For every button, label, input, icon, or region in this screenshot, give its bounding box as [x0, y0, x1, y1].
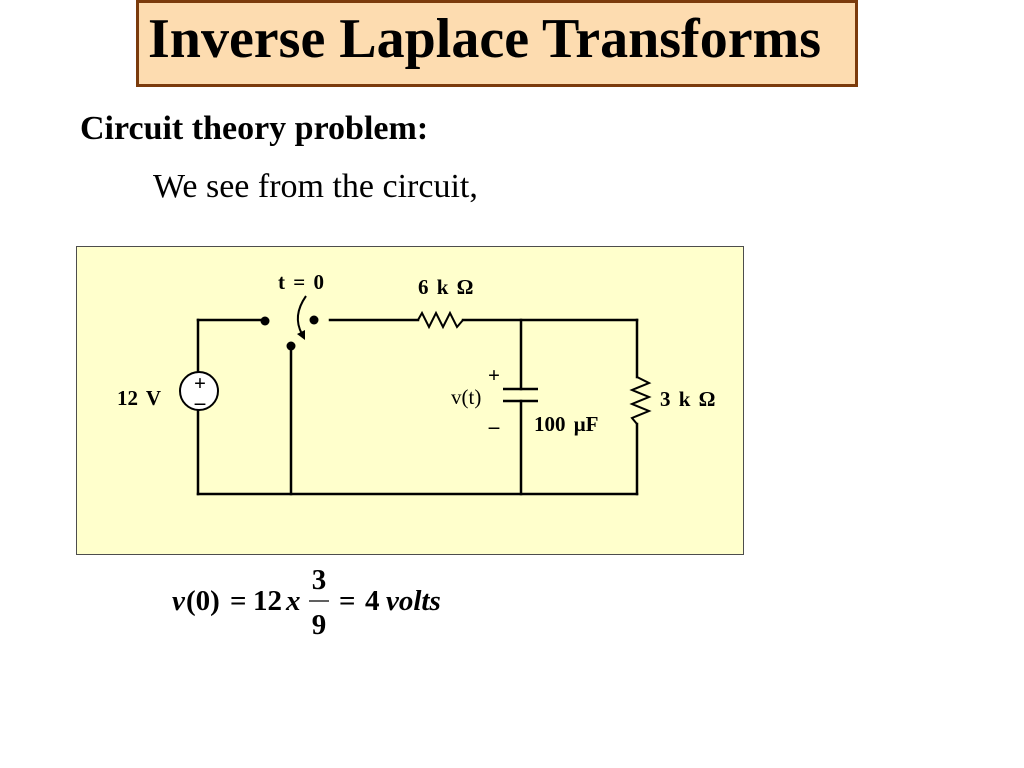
capacitor-plus-sign: +: [488, 363, 500, 387]
equation-result: 4: [365, 585, 380, 617]
fraction-denominator: 9: [312, 609, 327, 641]
resistor-6k-label: 6 k Ω: [418, 275, 474, 299]
equation-equals-2: =: [339, 585, 356, 617]
section-heading: Circuit theory problem:: [80, 110, 429, 147]
source-label: 12 V: [117, 386, 161, 410]
switch-contact-bottom: [286, 341, 296, 351]
equation-equals-1: =: [230, 585, 247, 617]
equation-multiply: x: [285, 585, 301, 617]
switch-arc: [296, 295, 307, 335]
equation-unit: volts: [386, 585, 441, 617]
equation-variable: v: [172, 585, 186, 617]
switch-label: t = 0: [278, 270, 324, 294]
resistor-6k: [417, 310, 464, 330]
equation-coefficient: 12: [253, 585, 282, 617]
voltage-source: [179, 371, 219, 411]
wires: [196, 318, 639, 496]
capacitor-voltage-label: v(t): [451, 385, 481, 409]
switch-contact-left: [260, 316, 270, 326]
source-minus-sign: _: [194, 383, 206, 407]
switch: [260, 295, 319, 351]
capacitor: [503, 387, 538, 403]
slide-title: Inverse Laplace Transforms: [148, 8, 821, 70]
capacitor-label: 100 μF: [534, 412, 598, 436]
switch-arrowhead: [297, 330, 305, 340]
resistor-3k: [629, 376, 652, 425]
switch-contact-right: [309, 315, 319, 325]
equation-argument: (0): [186, 585, 220, 617]
fraction-numerator: 3: [312, 564, 327, 596]
circuit-diagram: t = 0 6 k Ω 12 V + _ + v(t) _ 100 μF 3 k…: [117, 270, 716, 496]
capacitor-minus-sign: _: [488, 407, 500, 431]
resistor-3k-label: 3 k Ω: [660, 387, 716, 411]
source-plus-sign: +: [194, 371, 206, 395]
equation: v (0) = 12 x 3 9 = 4 volts: [172, 564, 441, 641]
title-box: Inverse Laplace Transforms: [136, 0, 858, 87]
intro-text: We see from the circuit,: [153, 168, 478, 205]
